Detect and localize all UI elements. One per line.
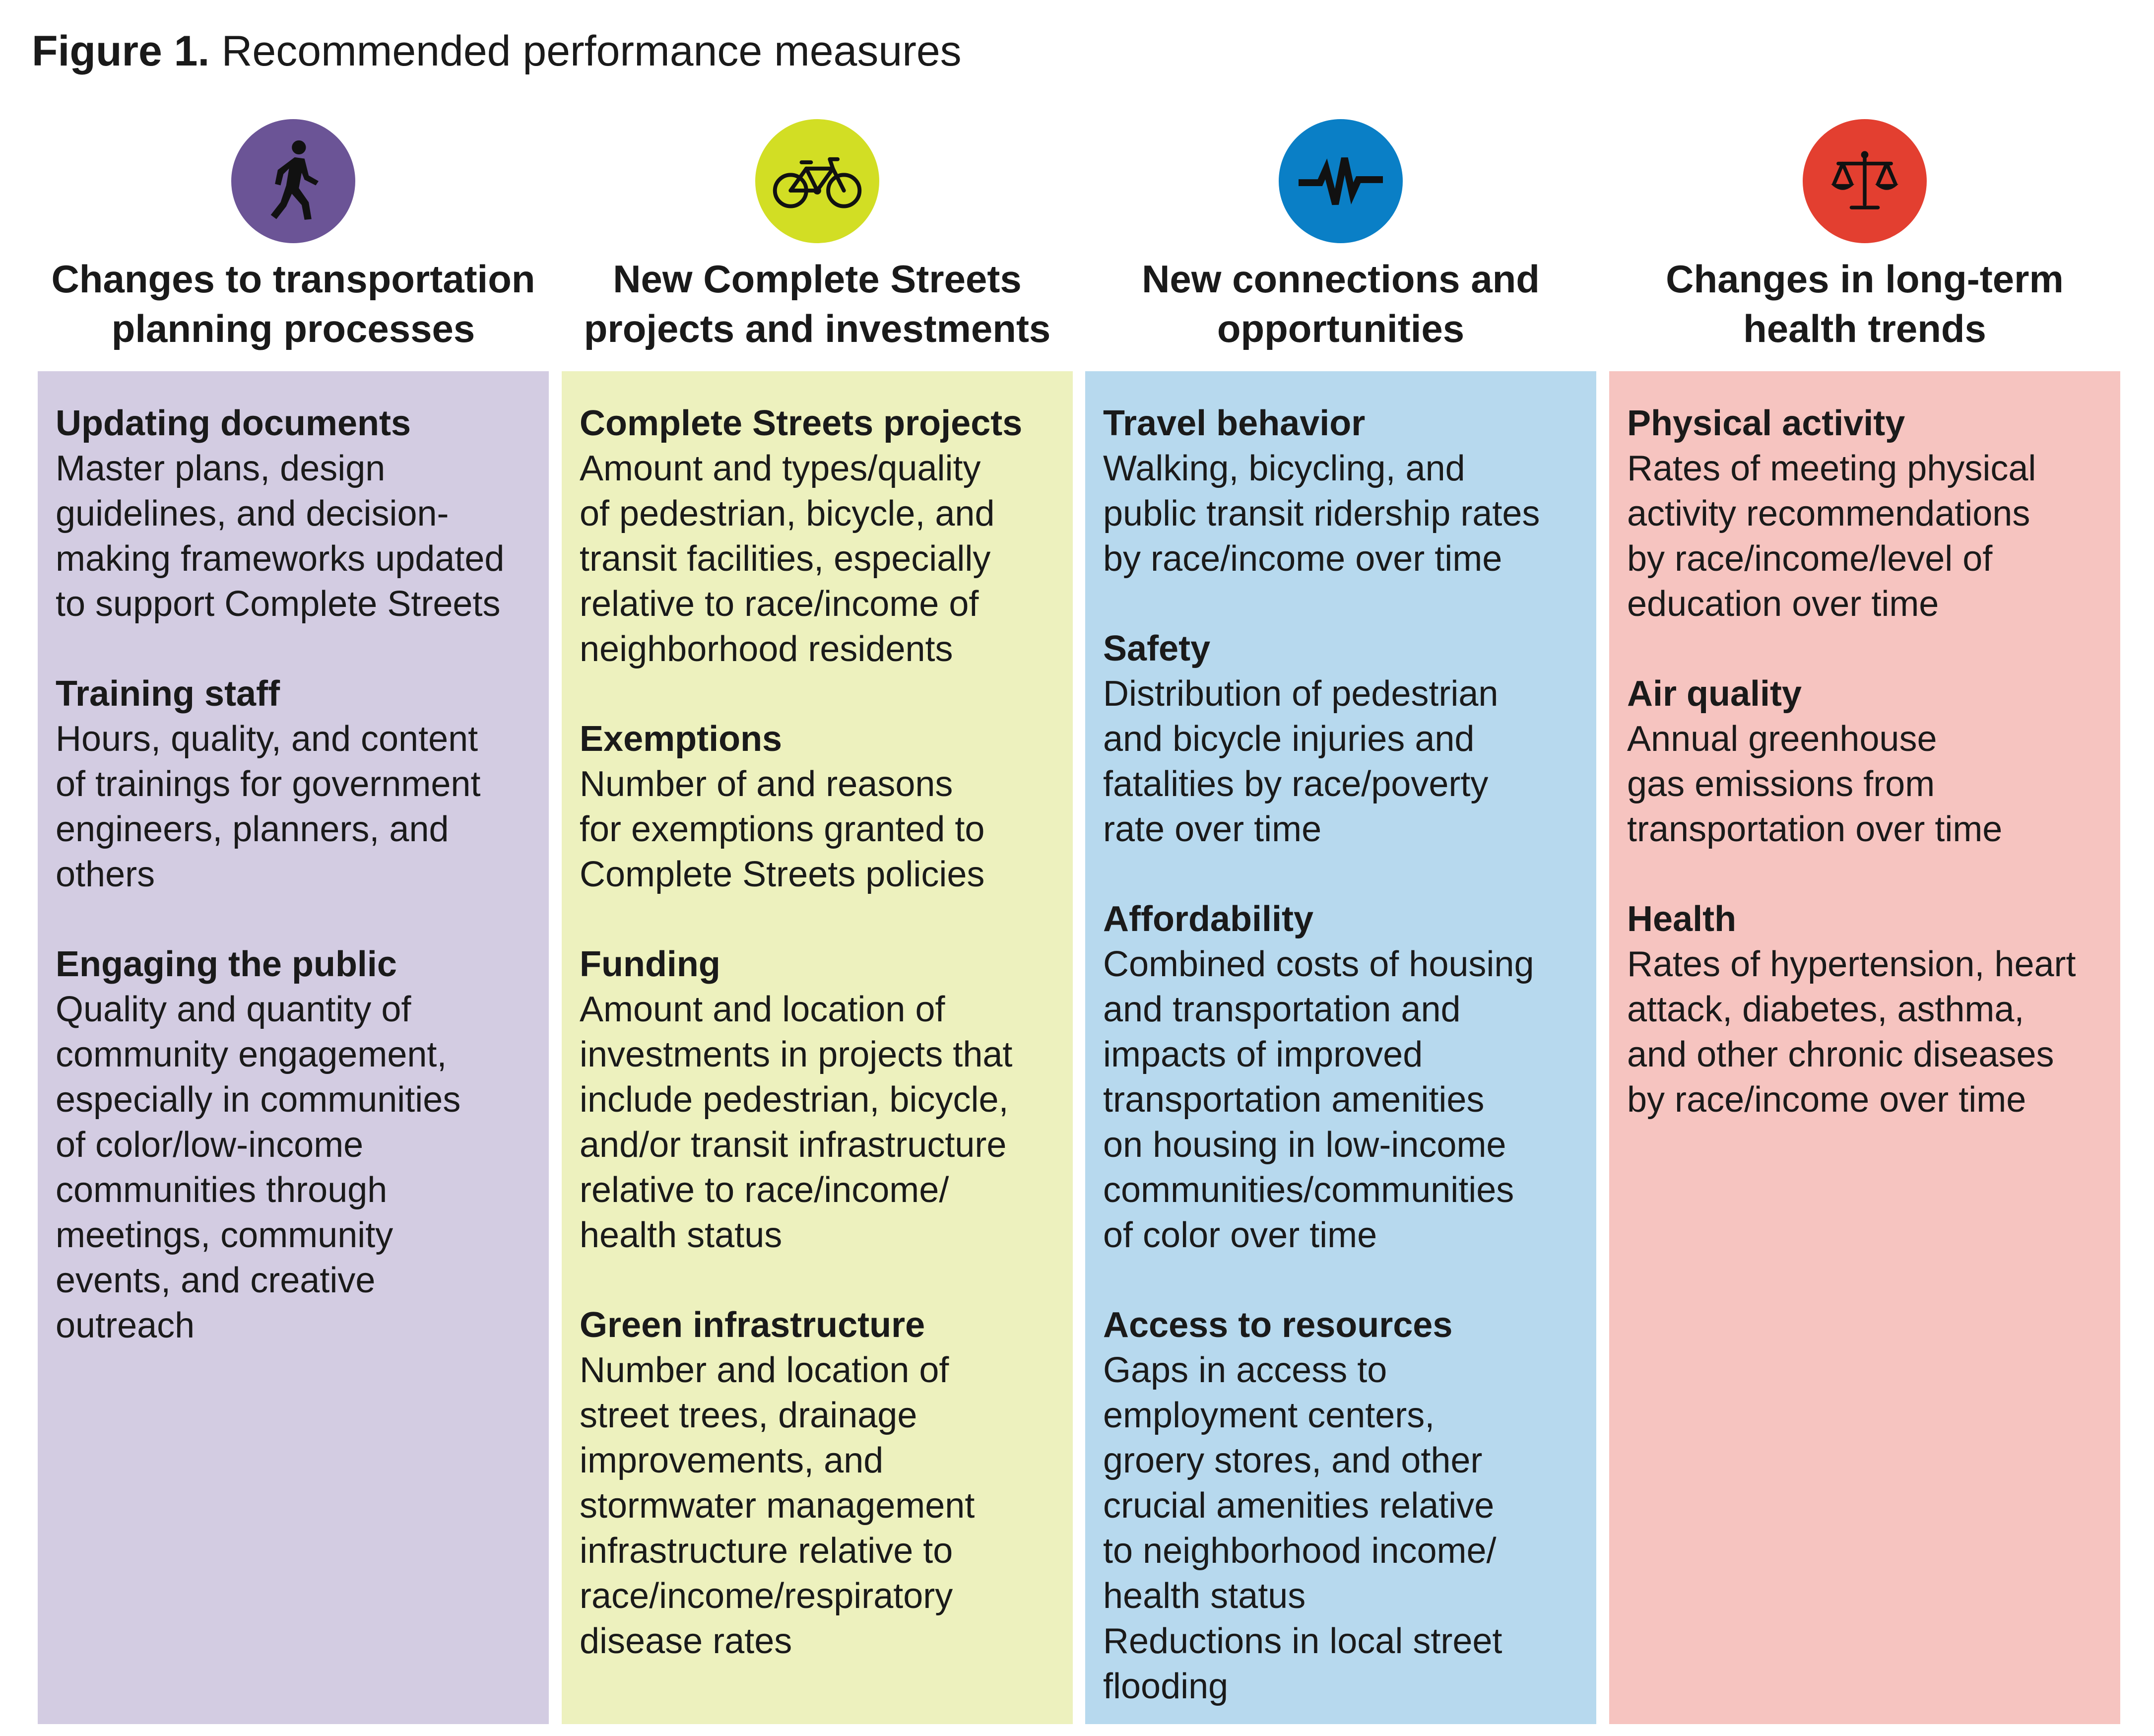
measure-updating-documents: Updating documents Master plans, design …: [56, 401, 531, 627]
measure-description: Amount and types/quality of pedestrian, …: [580, 449, 995, 669]
icon-circle: [1279, 119, 1403, 243]
measure-description: Number and location of street trees, dra…: [580, 1350, 975, 1661]
column-panel: Updating documents Master plans, design …: [38, 371, 549, 1724]
column-heading: Changes in long-term health trends: [1666, 257, 2064, 350]
icon-circle: [231, 119, 355, 243]
figure-title: Figure 1. Recommended performance measur…: [32, 26, 962, 77]
measure-description: Amount and location of investments in pr…: [580, 990, 1013, 1255]
measure-description: Distribution of pedestrian and bicycle i…: [1103, 674, 1499, 849]
measure-funding: Funding Amount and location of investmen…: [580, 942, 1055, 1258]
measure-health: Health Rates of hypertension, heart atta…: [1627, 897, 2102, 1123]
scales-icon: [1831, 151, 1898, 209]
figure-caption: Recommended performance measures: [221, 27, 962, 75]
measure-description: Walking, bicycling, and public transit r…: [1103, 449, 1540, 579]
pulse-icon: [1299, 157, 1383, 205]
measure-description: Combined costs of housing and transporta…: [1103, 944, 1534, 1255]
column-heading: Changes to transportation planning proce…: [51, 257, 535, 350]
measure-air-quality: Air quality Annual greenhouse gas emissi…: [1627, 671, 2102, 852]
measure-description: Hours, quality, and content of trainings…: [56, 719, 481, 894]
measure-affordability: Affordability Combined costs of housing …: [1103, 897, 1578, 1258]
measure-description: Quality and quantity of community engage…: [56, 990, 461, 1345]
measure-travel-behavior: Travel behavior Walking, bicycling, and …: [1103, 401, 1578, 582]
measure-description: Master plans, design guidelines, and dec…: [56, 449, 505, 624]
pedestrian-icon: [270, 140, 319, 220]
measure-training-staff: Training staff Hours, quality, and conte…: [56, 671, 531, 897]
figure-label: Figure 1.: [32, 27, 210, 75]
measure-description: Rates of hypertension, heart attack, dia…: [1627, 944, 2076, 1120]
measure-description: Rates of meeting physical activity recom…: [1627, 449, 2036, 624]
measure-complete-streets-projects: Complete Streets projects Amount and typ…: [580, 401, 1055, 672]
measure-safety: Safety Distribution of pedestrian and bi…: [1103, 626, 1578, 852]
measure-exemptions: Exemptions Number of and reasons for exe…: [580, 717, 1055, 897]
measure-engaging-public: Engaging the public Quality and quantity…: [56, 942, 531, 1348]
measure-description: Gaps in access to employment centers, gr…: [1103, 1350, 1502, 1706]
column-heading: New connections and opportunities: [1142, 257, 1540, 350]
measure-description: Annual greenhouse gas emissions from tra…: [1627, 719, 2003, 849]
measure-description: Number of and reasons for exemptions gra…: [580, 764, 985, 894]
column-panel: Complete Streets projects Amount and typ…: [562, 371, 1073, 1724]
icon-circle: [1803, 119, 1927, 243]
measure-green-infrastructure: Green infrastructure Number and location…: [580, 1303, 1055, 1664]
column-panel: Travel behavior Walking, bicycling, and …: [1085, 371, 1596, 1724]
measure-physical-activity: Physical activity Rates of meeting physi…: [1627, 401, 2102, 627]
column-panel: Physical activity Rates of meeting physi…: [1609, 371, 2120, 1724]
measure-access-to-resources: Access to resources Gaps in access to em…: [1103, 1303, 1578, 1709]
bicycle-icon: [773, 157, 862, 208]
icon-circle: [755, 119, 879, 243]
column-heading: New Complete Streets projects and invest…: [584, 257, 1051, 350]
